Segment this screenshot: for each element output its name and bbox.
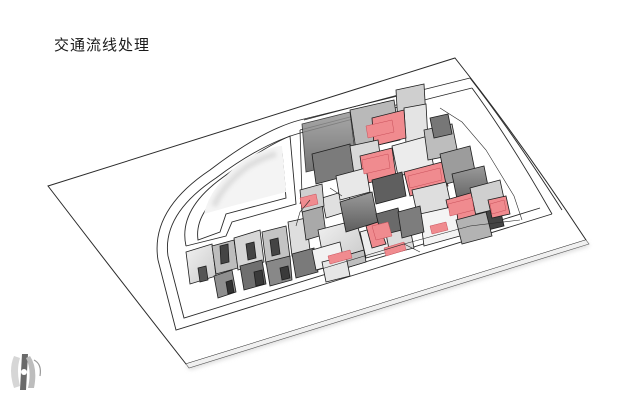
school-emblem-icon [11, 354, 41, 390]
sheet-fold-edge [185, 239, 590, 369]
site-linework [295, 107, 523, 271]
lake-area [204, 146, 286, 214]
circulation-highlights [299, 119, 507, 265]
road-network [156, 77, 563, 331]
lake-shading [211, 151, 277, 208]
building-cluster-west [185, 203, 327, 299]
slide-title: 交通流线处理 [54, 36, 151, 54]
